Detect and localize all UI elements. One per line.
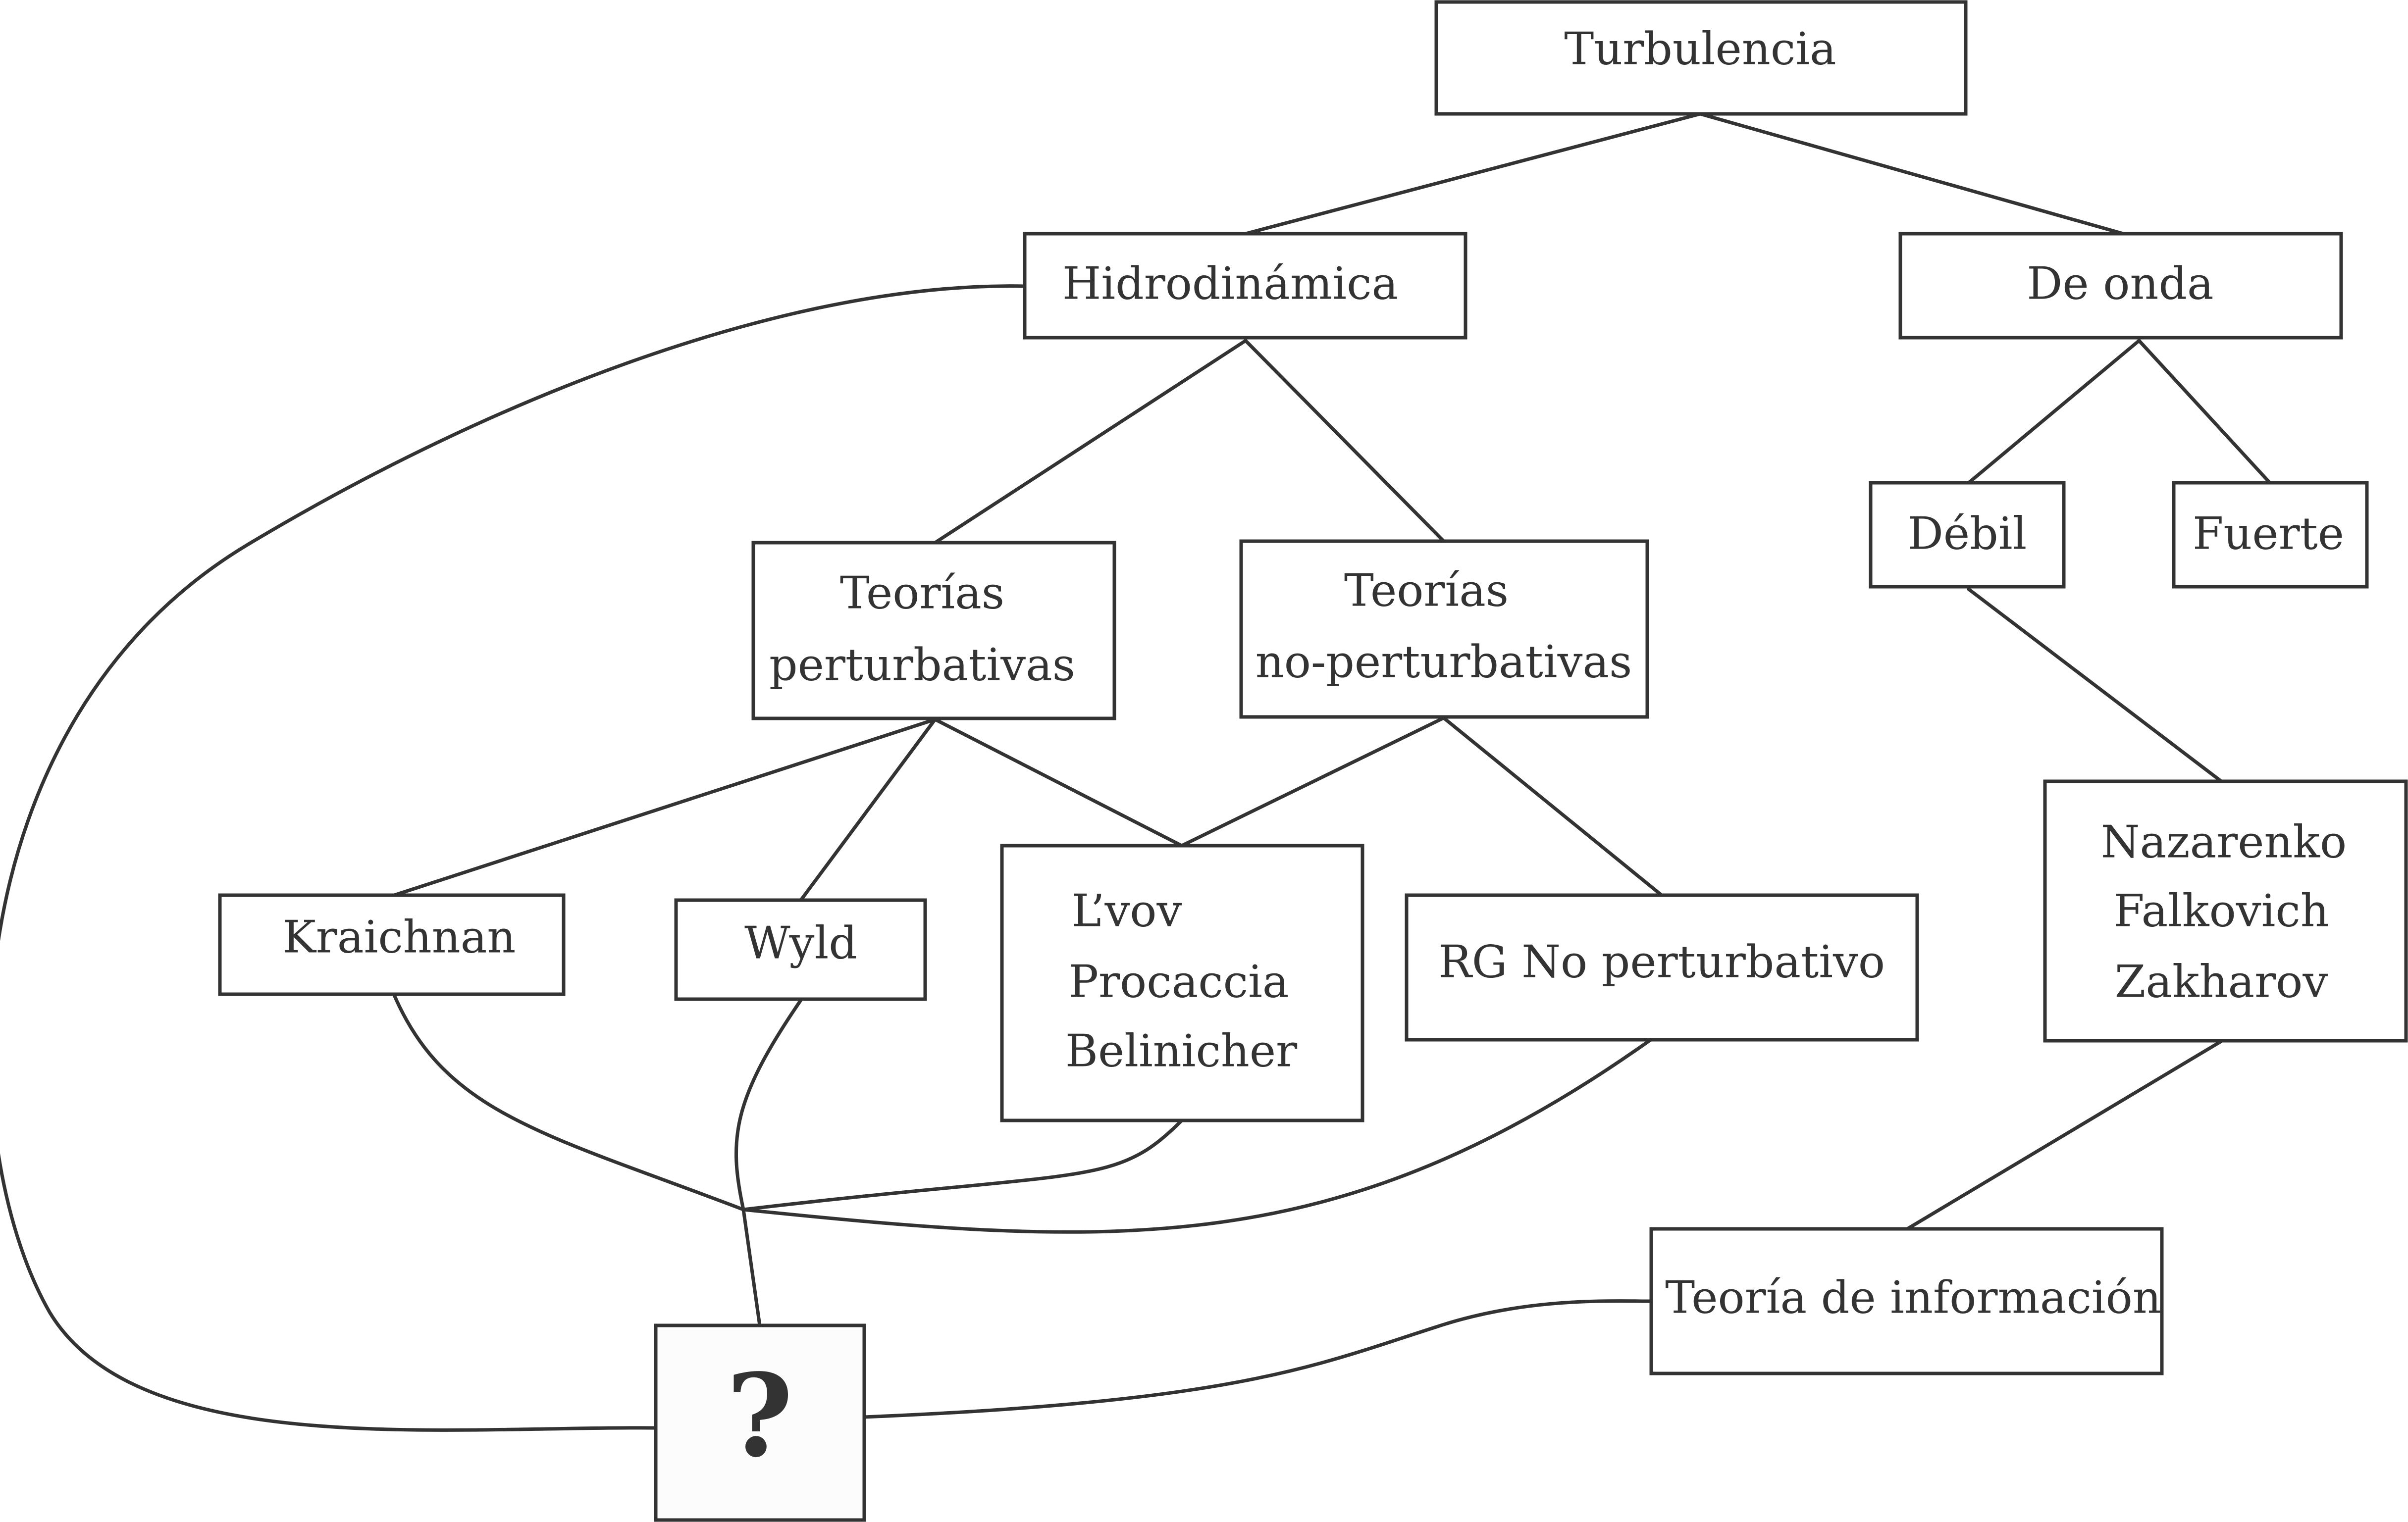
curve-kraichnan-junction <box>392 993 745 1212</box>
edge-debil-nazarenko <box>1967 587 2223 783</box>
curves <box>0 284 1653 1432</box>
node-kraichnan: Kraichnan <box>218 893 566 996</box>
node-turbulencia-label: Turbulencia <box>1564 23 1836 75</box>
node-nazarenko-line-1: Nazarenko <box>2101 816 2347 868</box>
node-hidrodinamica: Hidrodinámica <box>1023 232 1467 340</box>
node-wyld: Wyld <box>674 898 927 1001</box>
node-question: ? <box>654 1323 866 1522</box>
edge-de-onda-debil <box>1967 339 2141 485</box>
node-teoria-informacion: Teoría de información <box>1649 1227 2164 1375</box>
curve-hidrodinamica-question <box>0 284 1027 1432</box>
node-debil: Débil <box>1869 481 2066 589</box>
node-turbulencia: Turbulencia <box>1434 0 1968 116</box>
edge-de-onda-fuerte <box>2137 339 2272 485</box>
node-nazarenko-line-3: Zakharov <box>2115 956 2328 1008</box>
node-hidrodinamica-label: Hidrodinámica <box>1062 257 1398 309</box>
node-wyld-label: Wyld <box>744 917 857 969</box>
node-debil-label: Débil <box>1908 507 2027 559</box>
edge-teorias-perturbativas-lvov <box>933 717 1184 848</box>
node-lvov-line-1: L’vov <box>1072 885 1182 937</box>
node-nazarenko-line-2: Falkovich <box>2113 885 2329 937</box>
node-teorias-no-perturbativas-line-1: Teorías <box>1344 564 1509 616</box>
node-question-label: ? <box>727 1349 793 1483</box>
edge-turbulencia-de-onda <box>1698 112 2125 236</box>
edge-turbulencia-hidrodinamica <box>1244 112 1702 236</box>
node-teorias-no-perturbativas: Teorías no-perturbativas <box>1239 539 1649 719</box>
node-lvov-line-3: Belinicher <box>1065 1025 1298 1077</box>
node-teorias-perturbativas-line-2: perturbativas <box>769 639 1075 691</box>
node-de-onda: De onda <box>1898 232 2343 340</box>
edge-teorias-perturbativas-kraichnan <box>392 717 937 897</box>
node-nazarenko-falkovich-zakharov: Nazarenko Falkovich Zakharov <box>2043 779 2408 1043</box>
edge-teorias-perturbativas-wyld <box>799 717 937 902</box>
node-teoria-informacion-label: Teoría de información <box>1665 1271 2161 1323</box>
node-rg-no-perturbativo: RG No perturbativo <box>1405 893 1919 1042</box>
curve-rg-junction <box>741 1038 1653 1234</box>
edge-nazarenko-teoria-informacion <box>1905 1039 2223 1231</box>
node-kraichnan-label: Kraichnan <box>283 911 516 963</box>
edge-hidrodinamica-teorias-perturbativas <box>933 339 1248 545</box>
node-lvov-line-2: Procaccia <box>1068 956 1289 1008</box>
node-fuerte: Fuerte <box>2172 481 2369 589</box>
edge-hidrodinamica-teorias-no-perturbativas <box>1244 339 1446 543</box>
curve-lvov-junction <box>741 1118 1184 1212</box>
edge-teorias-no-perturbativas-rg <box>1442 716 1664 897</box>
node-teorias-perturbativas-line-1: Teorías <box>840 567 1004 619</box>
node-teorias-no-perturbativas-line-2: no-perturbativas <box>1256 636 1632 688</box>
curve-question-teoria-informacion <box>862 1299 1653 1419</box>
node-de-onda-label: De onda <box>2027 257 2213 309</box>
edges <box>392 112 2272 1231</box>
curve-wyld-question <box>734 998 803 1327</box>
node-teorias-perturbativas: Teorías perturbativas <box>751 541 1116 720</box>
node-fuerte-label: Fuerte <box>2193 507 2344 559</box>
edge-teorias-no-perturbativas-lvov <box>1180 716 1446 848</box>
node-lvov-procaccia-belinicher: L’vov Procaccia Belinicher <box>1000 844 1364 1122</box>
node-rg-label: RG No perturbativo <box>1438 936 1885 988</box>
